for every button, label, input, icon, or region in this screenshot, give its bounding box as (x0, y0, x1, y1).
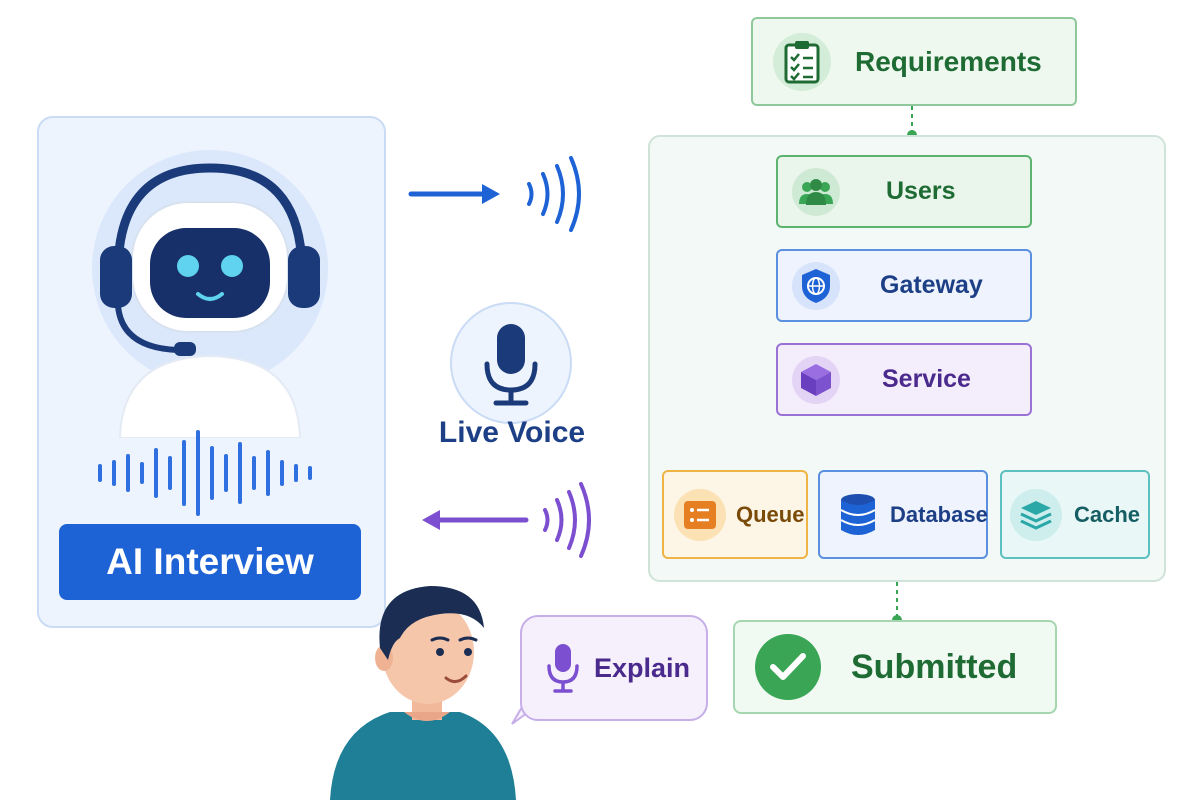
microphone-icon (547, 644, 579, 693)
gateway-label: Gateway (880, 271, 983, 299)
users-label: Users (886, 177, 956, 205)
person-avatar (330, 586, 516, 800)
cube-icon (792, 355, 840, 404)
ai-sound-wave-icon (98, 430, 312, 516)
service-label: Service (882, 365, 971, 393)
cache-label: Cache (1074, 501, 1141, 527)
cache-node[interactable]: Cache (1000, 470, 1150, 559)
explain-label: Explain (594, 652, 691, 683)
requirements-label: Requirements (855, 45, 1042, 77)
layers-icon (1010, 488, 1062, 541)
submitted-label: Submitted (851, 647, 1018, 686)
ai-interview-label: AI Interview (59, 524, 361, 600)
requirements-node[interactable]: Requirements (751, 17, 1077, 106)
users-node[interactable]: Users (776, 155, 1032, 228)
users-icon (792, 167, 840, 216)
list-icon (674, 488, 726, 541)
incoming-voice-arrow (422, 510, 529, 530)
live-voice-label: Live Voice (438, 416, 586, 449)
queue-node[interactable]: Queue (662, 470, 808, 559)
explain-speech-bubble: Explain (520, 615, 708, 721)
queue-label: Queue (736, 501, 805, 527)
database-node[interactable]: Database (818, 470, 988, 559)
outgoing-voice-arrow (408, 184, 500, 204)
service-node[interactable]: Service (776, 343, 1032, 416)
submitted-status: Submitted (733, 620, 1057, 714)
microphone-icon (484, 324, 538, 406)
database-icon (832, 489, 884, 541)
gateway-node[interactable]: Gateway (776, 249, 1032, 322)
outgoing-sound-wave-icon (527, 156, 581, 232)
robot-headset-avatar (92, 150, 328, 438)
database-label: Database (890, 501, 988, 527)
live-voice-mic-button[interactable] (450, 302, 572, 424)
incoming-sound-wave-icon (543, 482, 591, 558)
clipboard-checklist-icon (773, 32, 831, 91)
checkmark-icon (755, 634, 821, 700)
shield-globe-icon (792, 261, 840, 310)
